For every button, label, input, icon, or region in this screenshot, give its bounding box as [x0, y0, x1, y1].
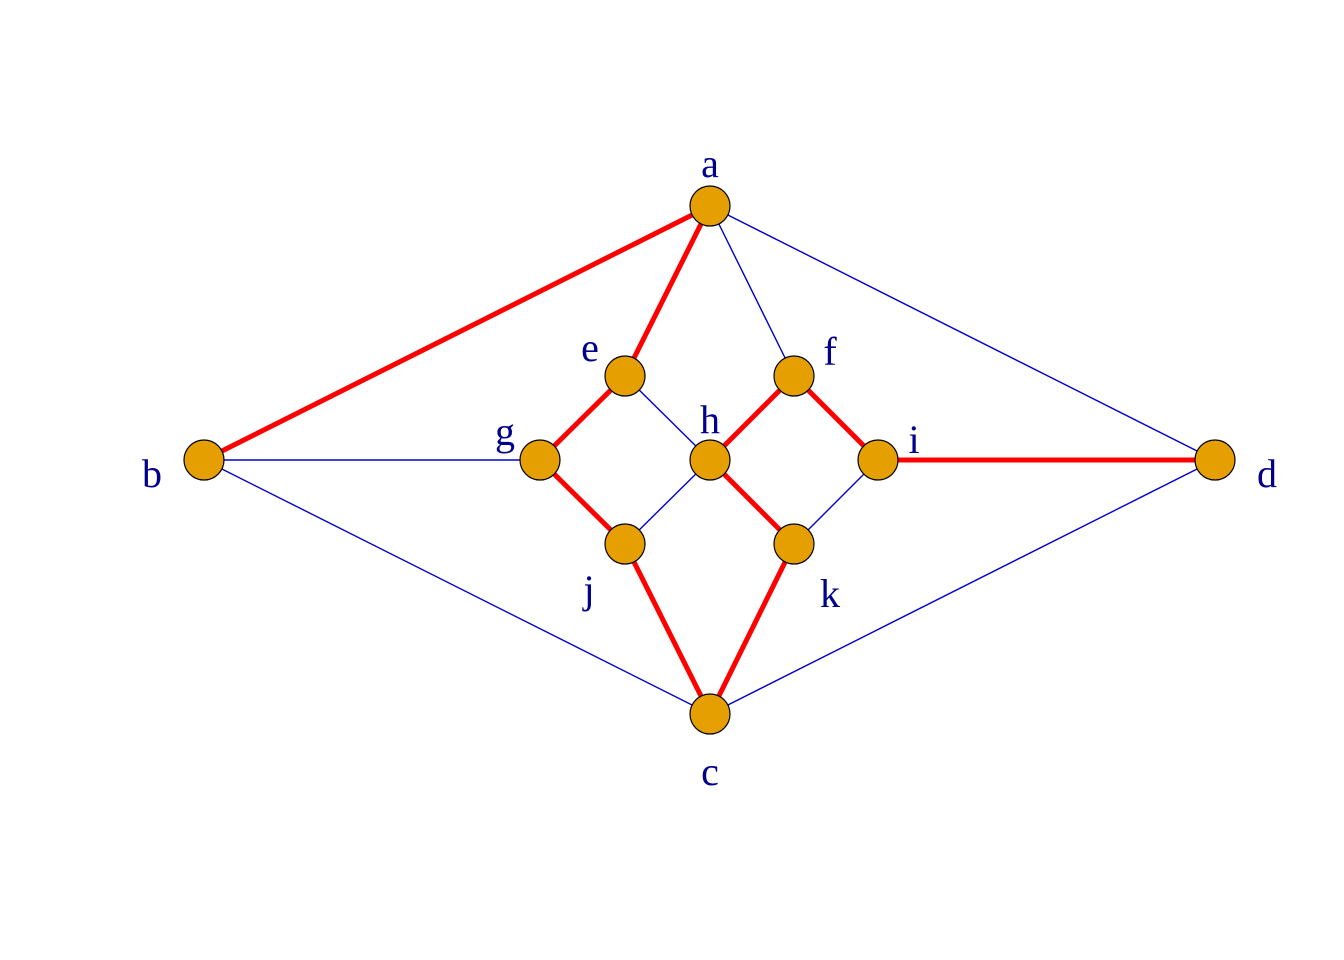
edge-a-e-highlighted — [622, 203, 713, 379]
node-k — [773, 523, 815, 565]
node-label-c: c — [701, 749, 719, 794]
node-d — [1194, 439, 1236, 481]
node-label-k: k — [820, 571, 840, 616]
node-i — [857, 439, 899, 481]
edge-j-c-highlighted — [622, 541, 713, 717]
node-j — [604, 523, 646, 565]
node-label-e: e — [581, 325, 599, 370]
node-label-a: a — [701, 141, 719, 186]
labels-layer: a b c d e f g h i j k — [142, 141, 1277, 794]
node-c — [689, 693, 731, 735]
edge-k-c-highlighted — [707, 541, 797, 717]
node-e — [604, 355, 646, 397]
edge-a-f — [709, 205, 795, 377]
edge-c-d — [709, 459, 1216, 715]
node-label-f: f — [823, 329, 837, 374]
node-label-i: i — [908, 417, 919, 462]
edge-a-b-highlighted — [201, 203, 713, 463]
node-h — [689, 439, 731, 481]
node-label-j: j — [581, 567, 594, 612]
node-g — [519, 439, 561, 481]
edge-a-d — [709, 205, 1216, 461]
nodes-layer — [183, 185, 1236, 735]
node-label-d: d — [1257, 451, 1277, 496]
node-b — [183, 439, 225, 481]
node-label-b: b — [142, 451, 162, 496]
node-f — [773, 355, 815, 397]
node-a — [689, 185, 731, 227]
node-label-g: g — [495, 409, 515, 454]
node-label-h: h — [700, 397, 720, 442]
edge-b-c — [203, 459, 711, 715]
